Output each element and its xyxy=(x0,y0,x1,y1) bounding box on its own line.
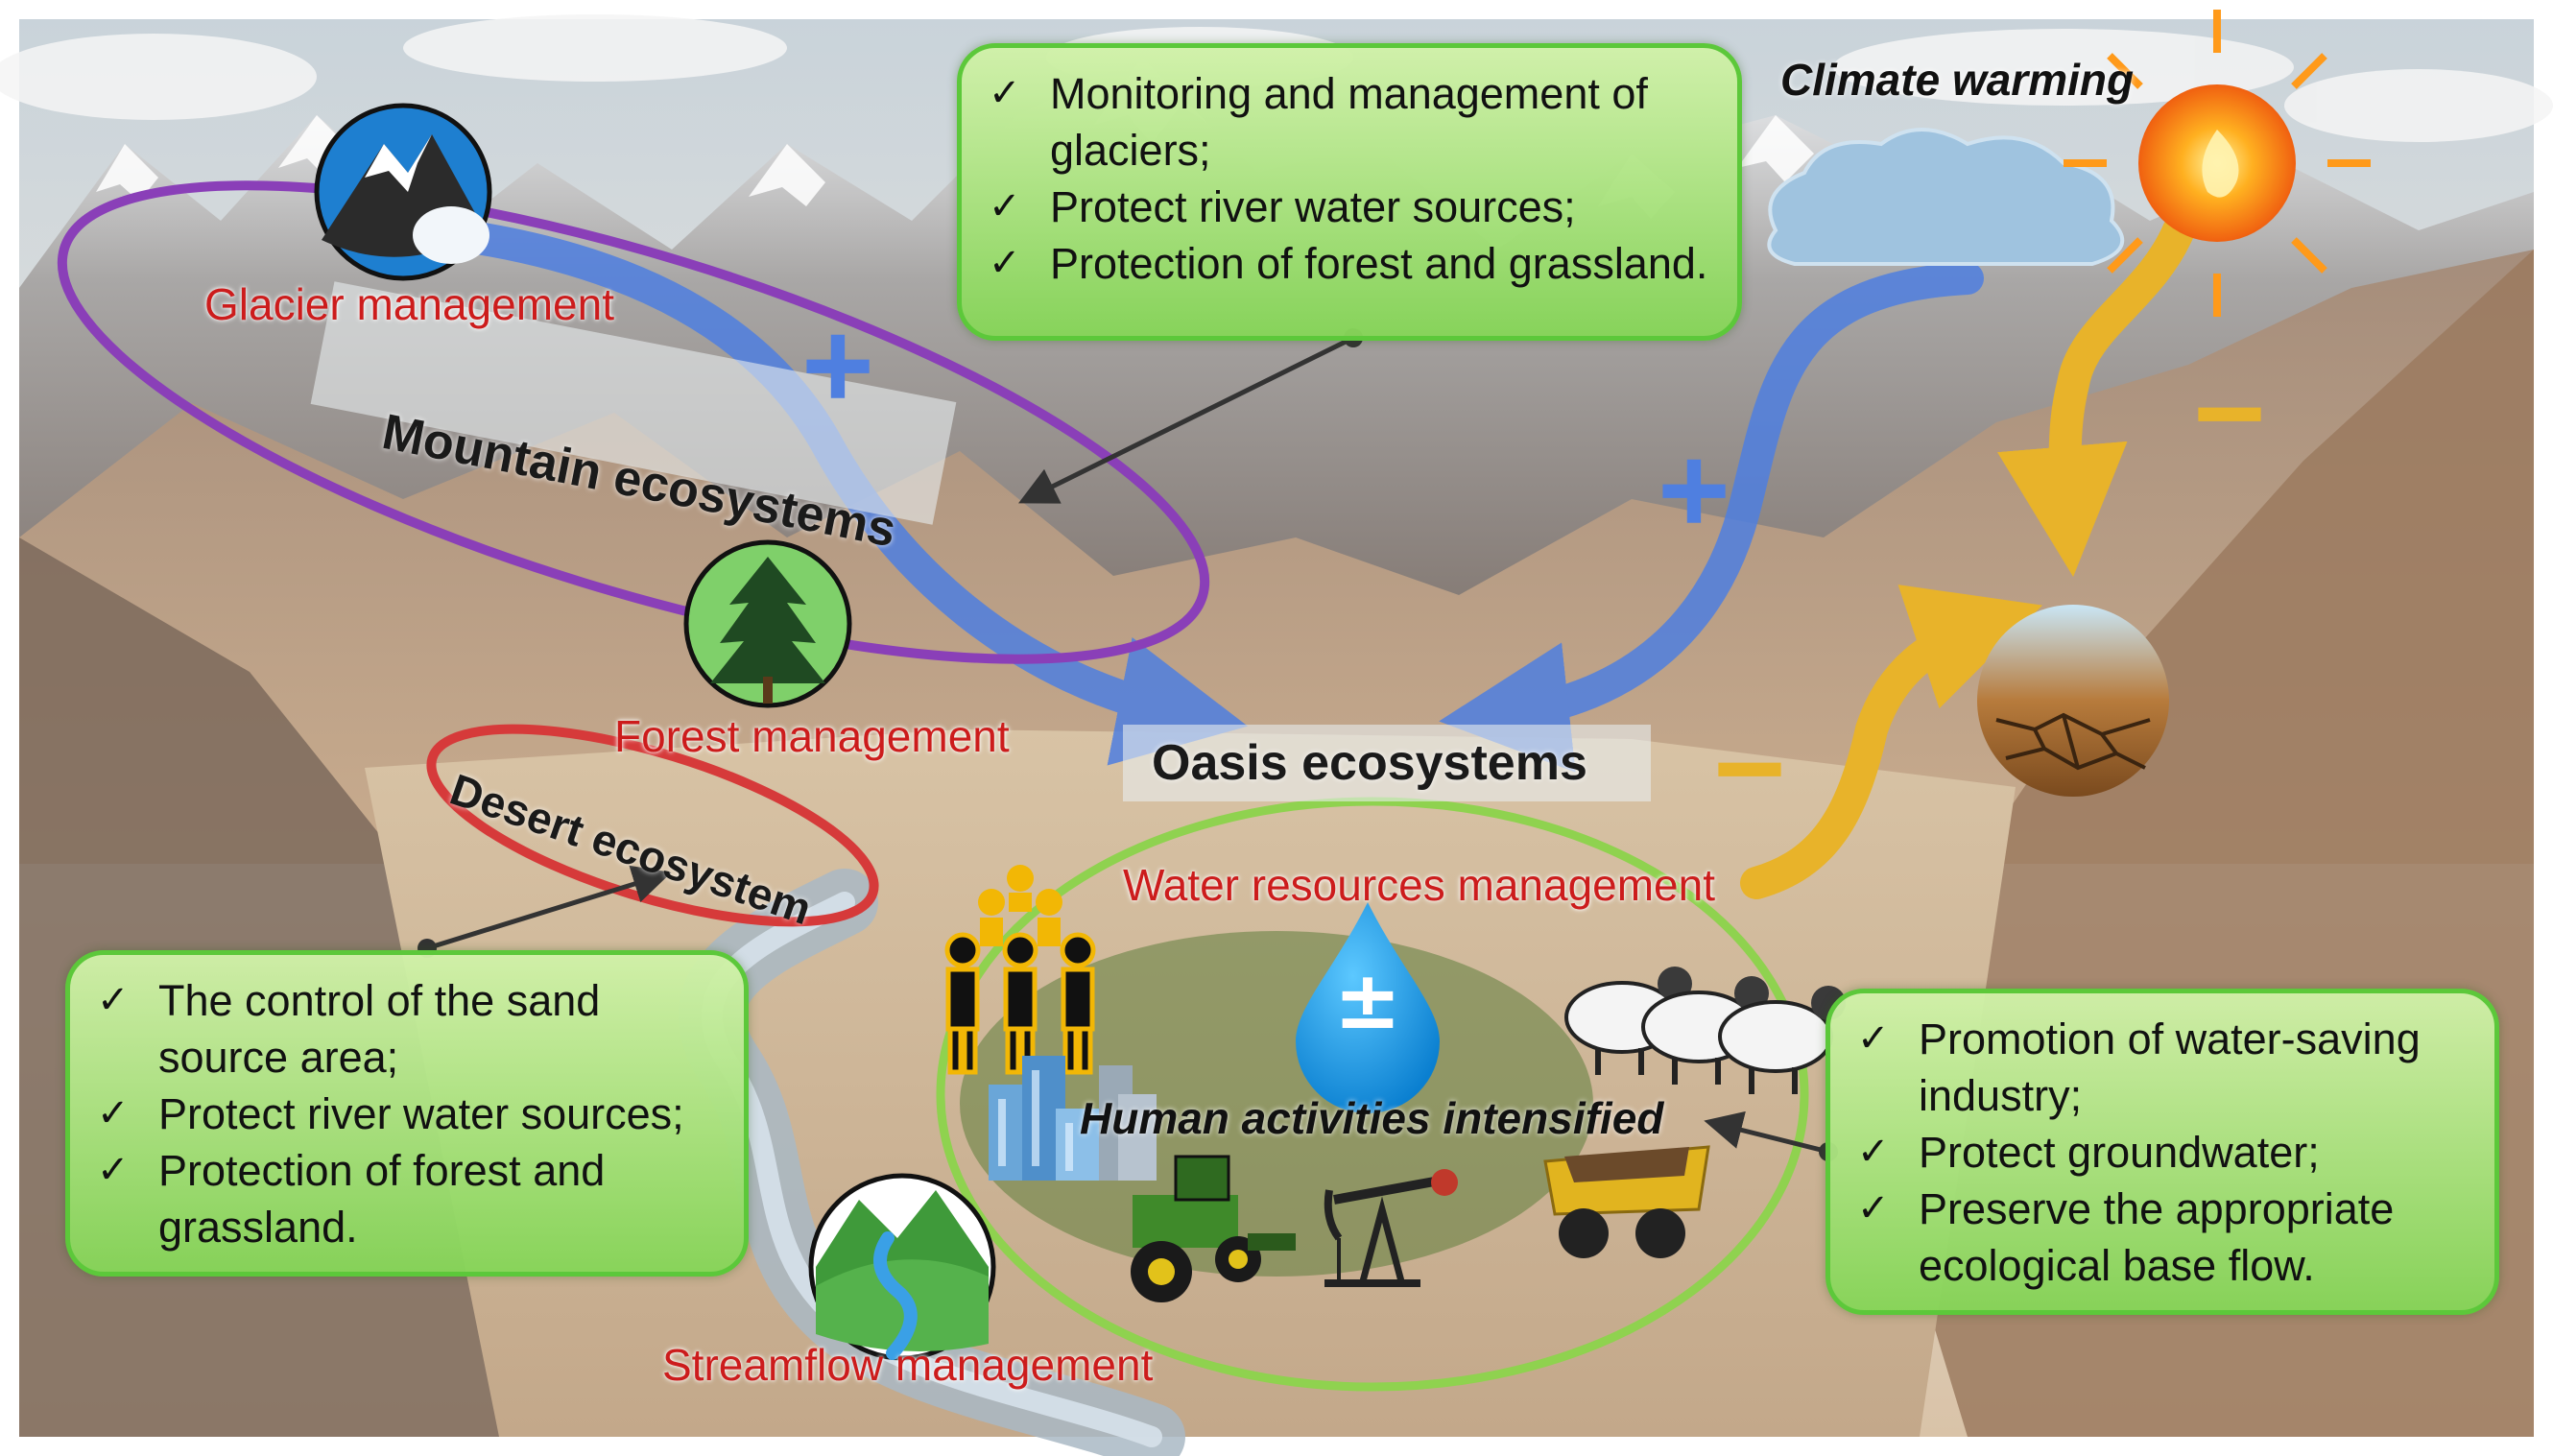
plus-sign-glacier: + xyxy=(801,295,874,435)
sheep-icon xyxy=(1564,967,1846,1094)
climate-flow-arrow xyxy=(1439,262,1984,773)
clouds xyxy=(0,14,2553,142)
forest-management-label: Forest management xyxy=(614,711,1010,761)
cloud-icon xyxy=(1767,128,2125,266)
human-to-drought-arrow xyxy=(1740,585,2043,899)
mid-mountains xyxy=(19,250,2534,864)
measure-item: Monitoring and management of glaciers; xyxy=(989,65,1714,179)
right-box-pointer xyxy=(1704,1110,1829,1155)
oil-pump-icon xyxy=(1324,1169,1458,1287)
streamflow-management-label: Streamflow management xyxy=(662,1340,1154,1390)
glacier-icon xyxy=(314,103,492,281)
mountain-label-plate xyxy=(310,281,957,525)
city-icon xyxy=(989,1056,1157,1181)
sun-icon xyxy=(2064,10,2371,317)
measure-item: Protect groundwater; xyxy=(1857,1124,2471,1181)
mountain-ecosystem-ellipse xyxy=(57,180,1210,664)
measure-item: Protection of forest and grassland. xyxy=(989,235,1714,292)
measure-item: Preserve the appropriate ecological base… xyxy=(1857,1181,2471,1294)
plus-minus-sign: ± xyxy=(1333,953,1402,1047)
water-resources-management-label: Water resources management xyxy=(1123,860,1716,910)
top-box-pointer xyxy=(1018,335,1355,504)
measure-item: The control of the sand source area; xyxy=(97,972,721,1086)
glacier-measures-box: Monitoring and management of glaciers; P… xyxy=(957,43,1742,341)
mining-truck-icon xyxy=(1543,1145,1710,1258)
plus-sign-climate: + xyxy=(1658,419,1730,560)
human-activities-label: Human activities intensified xyxy=(1080,1093,1664,1143)
people-icon xyxy=(944,865,1096,1075)
measure-item: Protect river water sources; xyxy=(97,1086,721,1142)
minus-sign-sun: − xyxy=(2193,343,2266,483)
measure-item: Protection of forest and grassland. xyxy=(97,1142,721,1255)
minus-sign-human: − xyxy=(1713,698,1786,838)
desert-measures-box: The control of the sand source area; Pro… xyxy=(65,950,749,1277)
oasis-measures-box: Promotion of water-saving industry; Prot… xyxy=(1825,989,2499,1315)
oasis-ecosystems-label: Oasis ecosystems xyxy=(1152,735,1587,791)
left-box-pointer xyxy=(426,865,672,951)
glacier-management-label: Glacier management xyxy=(204,279,614,329)
tree-icon xyxy=(683,539,852,708)
climate-warming-label: Climate warming xyxy=(1780,55,2135,105)
oasis-label-plate xyxy=(1123,725,1651,801)
dry-land-icon xyxy=(1977,605,2169,797)
tractor-icon xyxy=(1131,1155,1296,1302)
measure-item: Protect river water sources; xyxy=(989,179,1714,235)
river-icon xyxy=(808,1173,996,1361)
measure-item: Promotion of water-saving industry; xyxy=(1857,1011,2471,1124)
water-drop-icon xyxy=(1296,902,1440,1113)
sun-to-drought-arrow xyxy=(1997,214,2195,577)
